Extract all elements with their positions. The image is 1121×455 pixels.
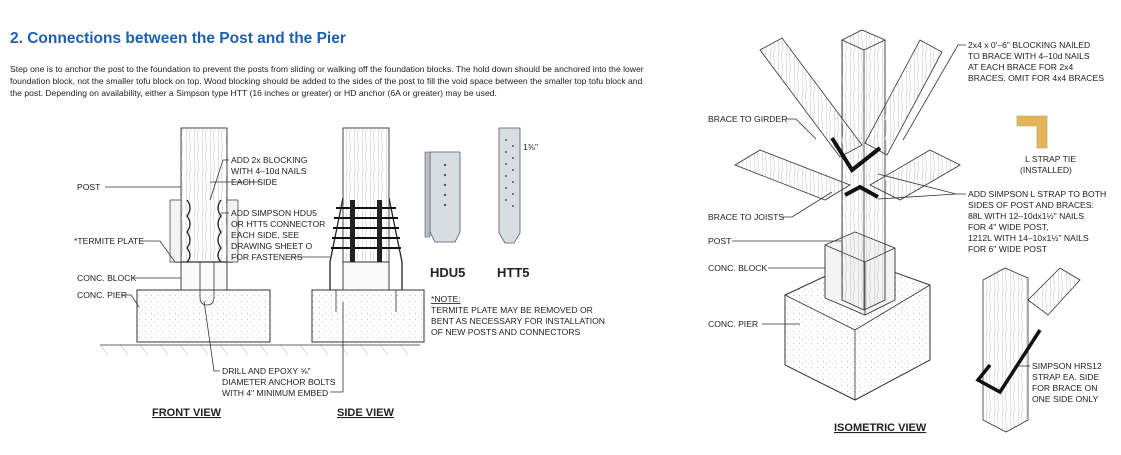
iso-brace-to-joists: BRACE TO JOISTS <box>708 212 784 222</box>
iso-add-l-1: ADD SIMPSON L STRAP TO BOTH <box>968 189 1106 199</box>
note-line-1: TERMITE PLATE MAY BE REMOVED OR <box>431 305 593 315</box>
iso-hrs-2: STRAP EA. SIDE <box>1032 372 1099 382</box>
front-view-labels: POST *TERMITE PLATE CONC. BLOCK CONC. PI… <box>74 155 344 419</box>
label-termite-plate: *TERMITE PLATE <box>74 236 144 246</box>
iso-hrs-4: ONE SIDE ONLY <box>1032 394 1098 404</box>
iso-conc-pier: CONC. PIER <box>708 319 758 329</box>
htt5-dimension-label: 1⅜" <box>523 142 538 152</box>
label-drill-2: DIAMETER ANCHOR BOLTS <box>222 377 336 387</box>
label-hdu-1: ADD SIMPSON HDU5 <box>231 208 317 218</box>
side-view-title: SIDE VIEW <box>337 407 394 419</box>
label-drill-1: DRILL AND EPOXY ⅝" <box>222 366 311 376</box>
iso-post: POST <box>708 236 732 246</box>
front-view-title: FRONT VIEW <box>152 407 222 419</box>
htt5-connector-image: 1⅜" HTT5 <box>497 127 538 280</box>
product-hdu5-label: HDU5 <box>430 265 465 280</box>
label-hdu-3: EACH SIDE, SEE <box>231 230 300 240</box>
isometric-view-title: ISOMETRIC VIEW <box>834 422 927 434</box>
iso-brace-to-girder: BRACE TO GIRDER <box>708 114 787 124</box>
isometric-drawing <box>734 29 1081 433</box>
iso-add-l-4: FOR 4" WIDE POST, <box>968 222 1048 232</box>
label-hdu-5: FOR FASTENERS <box>231 252 303 262</box>
iso-l-strap-2: (INSTALLED) <box>1020 165 1072 175</box>
note-line-3: OF NEW POSTS AND CONNECTORS <box>431 327 581 337</box>
label-blocking-2: WITH 4–10d NAILS <box>231 166 307 176</box>
hdu5-connector-image: HDU5 <box>424 151 465 280</box>
side-view-drawing: SIDE VIEW <box>299 127 425 419</box>
label-hdu-2: OR HTT5 CONNECTOR <box>231 219 325 229</box>
iso-conc-block: CONC. BLOCK <box>708 263 767 273</box>
note-line-2: BENT AS NECESSARY FOR INSTALLATION <box>431 316 605 326</box>
iso-add-l-5: 1212L WITH 14–10x1½" NAILS <box>968 233 1089 243</box>
label-conc-pier: CONC. PIER <box>77 290 127 300</box>
iso-blocking-4: BRACES. OMIT FOR 4x4 BRACES <box>968 73 1104 83</box>
product-htt5-label: HTT5 <box>497 265 530 280</box>
iso-add-l-6: FOR 6" WIDE POST <box>968 244 1048 254</box>
front-view-drawing <box>99 127 300 356</box>
iso-hrs-3: FOR BRACE ON <box>1032 383 1097 393</box>
iso-add-l-3: 88L WITH 12–10dx1½" NAILS <box>968 211 1084 221</box>
label-blocking-1: ADD 2x BLOCKING <box>231 155 308 165</box>
note-block: *NOTE: TERMITE PLATE MAY BE REMOVED OR B… <box>431 294 605 337</box>
isometric-labels: 2x4 x 0'–6" BLOCKING NAILED TO BRACE WIT… <box>708 40 1106 434</box>
iso-add-l-2: SIDES OF POST AND BRACES: <box>968 200 1094 210</box>
label-drill-3: WITH 4" MINIMUM EMBED <box>222 388 328 398</box>
section-paragraph: Step one is to anchor the post to the fo… <box>10 64 644 98</box>
iso-hrs-1: SIMPSON HRS12 <box>1032 361 1102 371</box>
note-title: *NOTE: <box>431 294 461 304</box>
iso-blocking-3: AT EACH BRACE FOR 2x4 <box>968 62 1073 72</box>
iso-blocking-1: 2x4 x 0'–6" BLOCKING NAILED <box>968 40 1090 50</box>
label-hdu-4: DRAWING SHEET O <box>231 241 312 251</box>
iso-blocking-2: TO BRACE WITH 4–10d NAILS <box>968 51 1090 61</box>
section-heading: 2. Connections between the Post and the … <box>10 30 346 47</box>
label-conc-block: CONC. BLOCK <box>77 273 136 283</box>
label-post: POST <box>77 182 101 192</box>
iso-l-strap-1: L STRAP TIE <box>1025 154 1076 164</box>
